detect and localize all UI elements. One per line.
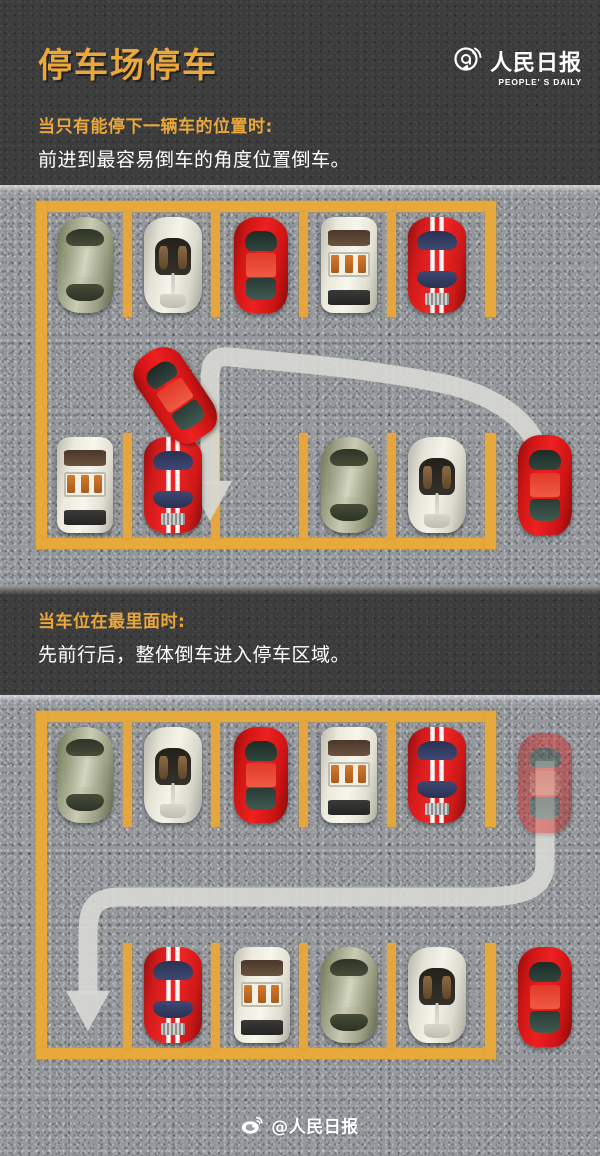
logo-chinese-name: 人民日报 [490,51,583,76]
parked2-car-top-1 [57,727,113,823]
approaching-car [518,435,572,535]
parked-car-bottom-2 [144,437,202,533]
section-2-body: 先前行后，整体倒车进入停车区域。 [38,644,351,666]
peoples-daily-logo: 人民日报 PEOPLE' S DAILY [452,42,582,90]
section-1-heading: 当只有能停下一辆车的位置时: [38,117,273,137]
parked2-car-bottom-2 [144,947,202,1043]
lot-border-left [36,201,47,549]
weibo-icon [241,1116,264,1135]
parked2-car-bottom-4 [321,947,377,1043]
lot2-border-right-lower [485,943,496,1059]
stall2-divider-bottom-1 [123,943,132,1048]
lot2-border-top [36,711,496,722]
parked2-car-bottom-5 [408,947,466,1043]
stall2-divider-top-1 [123,722,132,827]
stall2-divider-bottom-2 [211,943,220,1048]
section-1-body: 前进到最容易倒车的角度位置倒车。 [38,149,351,171]
footer: @人民日报 [0,1094,600,1156]
footer-handle: @人民日报 [271,1117,359,1138]
lot-border-top [36,201,496,212]
lot2-border-right [485,711,496,827]
parked2-car-bottom-3 [234,947,290,1043]
stall-divider-top-4 [387,212,396,317]
diagram-deepest-space [0,695,600,1095]
approaching2-car [518,947,572,1047]
stall-divider-top-3 [299,212,308,317]
stall2-divider-top-3 [299,722,308,827]
lot-border-bottom [36,538,496,549]
parked-car-top-3 [234,217,288,313]
stall2-divider-bottom-3 [299,943,308,1048]
at-sign-signal-icon [452,42,486,76]
lot2-border-left [36,711,47,1059]
section-2-heading: 当车位在最里面时: [38,612,186,632]
lot2-border-bottom [36,1048,496,1059]
stall2-divider-top-4 [387,722,396,827]
parked2-car-top-3 [234,727,288,823]
parked-car-top-5 [408,217,466,313]
parked-car-bottom-4 [321,437,377,533]
stall-divider-top-1 [123,212,132,317]
lot-border-right [485,201,496,317]
stall-divider-bottom-2 [211,433,220,538]
stall2-divider-top-2 [211,722,220,827]
diagram-single-space-available [0,185,600,585]
parked-car-top-2 [144,217,202,313]
parked-car-top-4 [321,217,377,313]
parked-car-bottom-1 [57,437,113,533]
stall-divider-top-2 [211,212,220,317]
ghost-car [518,733,572,833]
stall-divider-bottom-3 [299,433,308,538]
logo-english-name: PEOPLE' S DAILY [498,77,582,87]
section-2-band: 当车位在最里面时: 先前行后，整体倒车进入停车区域。 [0,585,600,695]
page-title: 停车场停车 [38,46,218,86]
parked-car-top-1 [57,217,113,313]
parked-car-bottom-5 [408,437,466,533]
parked2-car-top-4 [321,727,377,823]
stall-divider-bottom-1 [123,433,132,538]
stall-divider-bottom-4 [387,433,396,538]
stall2-divider-bottom-4 [387,943,396,1048]
parked2-car-top-2 [144,727,202,823]
header: 停车场停车 人民日报 PEOPLE' S DAILY 当只有能停下一辆车的位 [0,0,600,185]
lot-border-right-lower [485,433,496,549]
parked2-car-top-5 [408,727,466,823]
